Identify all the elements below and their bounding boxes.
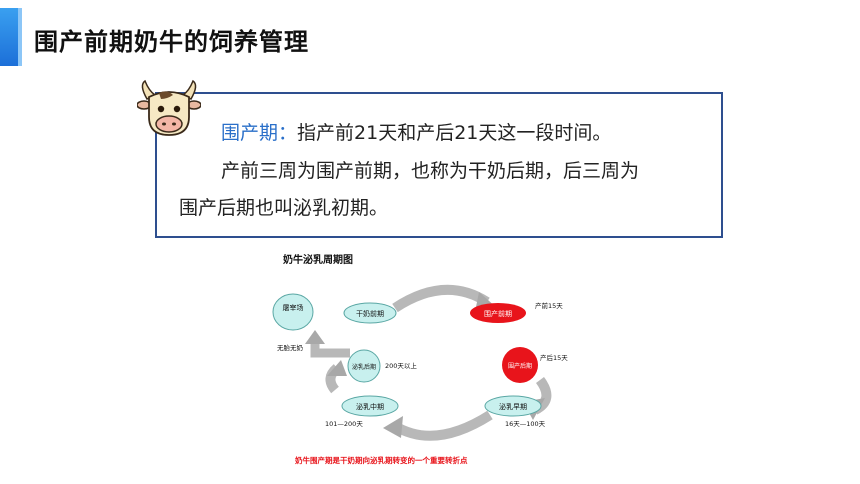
label-no-calf: 无胎无奶 <box>277 343 304 352</box>
node-dry <box>343 302 397 324</box>
title-accent-bar <box>0 8 18 66</box>
label-mid-range: 101—200天 <box>325 420 363 428</box>
node-late <box>347 349 381 383</box>
node-early <box>484 395 542 417</box>
definition-box: 围产期：指产前21天和产后21天这一段时间。 产前三周为围产前期，也称为干奶后期… <box>155 92 723 238</box>
node-dry-label: 干奶前期 <box>356 309 384 318</box>
label-early-range: 16天—100天 <box>505 420 546 428</box>
arrow-head-late-to-cull <box>305 330 325 344</box>
arrow-early-to-mid <box>392 410 493 441</box>
term-label: 围产期： <box>221 122 298 144</box>
page-title: 围产前期奶牛的饲养管理 <box>34 28 309 56</box>
node-pre <box>470 303 526 323</box>
label-pre-15: 产前15天 <box>535 301 563 310</box>
lactation-cycle-diagram: 奶牛泌乳周期图 屠宰场 干奶前期 围产前期 围产后期 泌乳后期 泌乳中期 泌乳早… <box>272 253 568 465</box>
cow-icon <box>137 79 201 136</box>
explanation-line-1: 产前三周为围产前期，也称为干奶后期，后三周为 <box>221 160 640 182</box>
node-cull-label: 屠宰场 <box>283 303 304 312</box>
node-late-label: 泌乳后期 <box>352 363 376 371</box>
definition-line: 围产期：指产前21天和产后21天这一段时间。 <box>221 118 611 145</box>
node-post <box>502 347 538 383</box>
arrow-head-mid-to-late <box>327 360 347 376</box>
diagram-title: 奶牛泌乳周期图 <box>283 253 353 266</box>
title-accent-bar-light <box>18 8 22 66</box>
node-mid-label: 泌乳中期 <box>356 402 384 411</box>
arrow-dry-to-pre <box>392 284 490 313</box>
node-early-label: 泌乳早期 <box>499 402 527 411</box>
diagram-caption: 奶牛围产期是干奶期向泌乳期转变的一个重要转折点 <box>295 455 468 465</box>
node-mid <box>341 395 399 417</box>
node-pre-label: 围产前期 <box>484 309 512 318</box>
label-over-200: 200天以上 <box>385 361 417 370</box>
label-post-15: 产后15天 <box>540 353 568 362</box>
arrow-head-early-to-mid <box>383 416 403 438</box>
node-cull <box>272 293 314 331</box>
explanation-line-2: 围产后期也叫泌乳初期。 <box>179 197 389 219</box>
node-post-label: 围产后期 <box>508 362 532 370</box>
term-definition: 指产前21天和产后21天这一段时间。 <box>297 122 612 144</box>
arrow-late-to-cull <box>310 342 350 358</box>
